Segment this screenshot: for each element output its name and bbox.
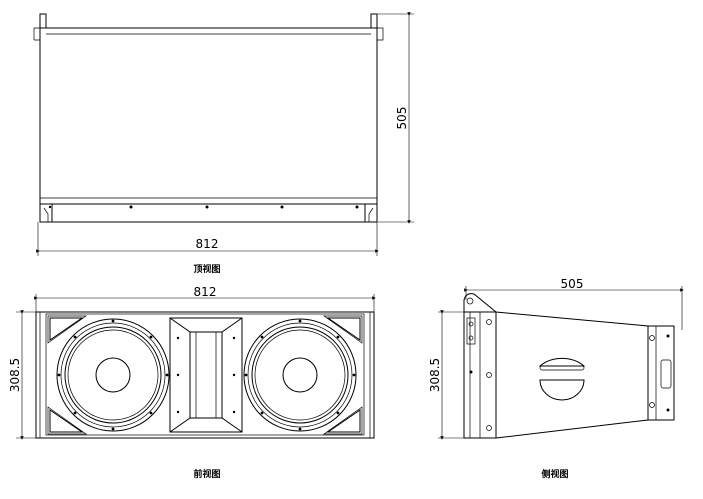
top-left-bracket bbox=[39, 13, 47, 28]
front-width-dimension: 812 bbox=[194, 285, 217, 299]
port-bottom-left bbox=[49, 409, 84, 433]
top-view-body bbox=[39, 27, 378, 205]
front-height-dimension: 308.5 bbox=[8, 358, 22, 392]
side-view: 505 308.5 侧视图 bbox=[428, 277, 684, 480]
right-woofer bbox=[243, 318, 357, 432]
side-rear-plate bbox=[647, 325, 675, 421]
front-view-caption: 前视图 bbox=[193, 468, 220, 480]
center-horn bbox=[169, 317, 243, 433]
side-handle-top bbox=[538, 357, 586, 367]
side-depth-dimension: 505 bbox=[561, 277, 584, 291]
side-height-dimension: 308.5 bbox=[428, 358, 442, 392]
top-view-caption: 顶视图 bbox=[193, 263, 220, 275]
port-top-right bbox=[326, 317, 361, 341]
front-view-cabinet bbox=[35, 311, 375, 439]
front-view: 812 308.5 前视图 bbox=[8, 285, 376, 480]
left-woofer bbox=[56, 318, 170, 432]
top-depth-dimension: 505 bbox=[395, 107, 409, 130]
side-cabinet bbox=[495, 311, 649, 439]
side-view-caption: 侧视图 bbox=[541, 468, 568, 480]
top-view-front-strip bbox=[51, 203, 366, 223]
top-width-dimension: 812 bbox=[196, 237, 219, 251]
port-bottom-right bbox=[326, 409, 361, 433]
top-view: 812 505 顶视图 bbox=[33, 12, 414, 275]
side-handle-bottom bbox=[539, 379, 585, 401]
port-top-left bbox=[49, 317, 84, 341]
top-right-bracket bbox=[370, 13, 378, 28]
